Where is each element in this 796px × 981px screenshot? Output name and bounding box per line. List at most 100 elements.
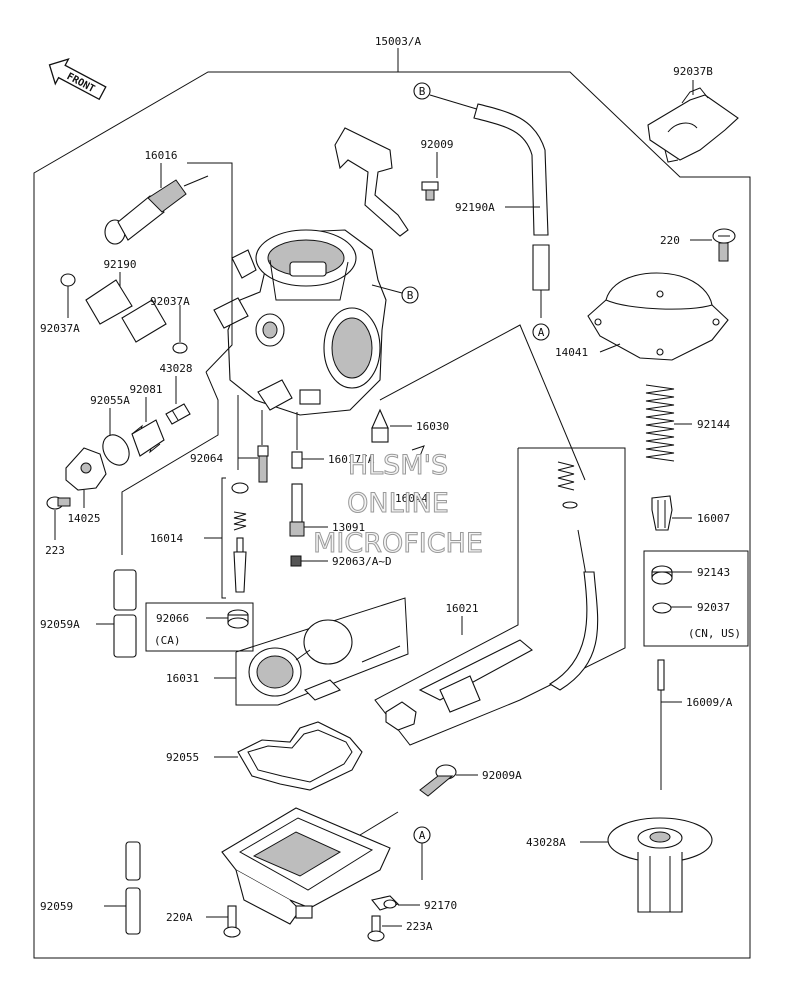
hose-92190-upper <box>85 279 133 325</box>
outline-left <box>205 290 233 373</box>
front-arrow-icon: FRONT <box>48 58 107 101</box>
bracket-16014 <box>221 477 226 599</box>
carburetor-body-icon <box>213 229 387 416</box>
jet-92063-icon <box>290 555 302 567</box>
connector-b-mid-leader <box>371 284 403 294</box>
diaphragm-43028A-icon <box>607 817 713 913</box>
cover-14025-icon <box>65 447 107 491</box>
label-223: 223 <box>45 544 65 557</box>
hose-92059A-lower <box>113 614 137 658</box>
label-92037: 92037 <box>697 601 730 614</box>
label-92059: 92059 <box>40 900 73 913</box>
label-92144: 92144 <box>697 418 730 431</box>
label-92081: 92081 <box>129 383 162 396</box>
bracket-icon <box>334 127 409 237</box>
label-16017A: 16017/A <box>328 453 375 466</box>
label-220A: 220A <box>166 911 193 924</box>
label-92009A: 92009A <box>482 769 522 782</box>
label-92063AD: 92063/A~D <box>332 555 392 568</box>
connector-b-top <box>413 82 431 100</box>
oring-16014-icon <box>231 482 249 494</box>
box-16031 <box>235 597 409 706</box>
needle-16009-icon <box>657 659 665 790</box>
label-220: 220 <box>660 234 680 247</box>
jet-16017-icon <box>291 451 303 469</box>
screw-223A-icon <box>367 915 385 942</box>
label-ca: (CA) <box>154 634 181 647</box>
watermark-line-1: HLSM'S <box>348 450 448 481</box>
label-16014: 16014 <box>150 532 183 545</box>
connector-b-mid <box>401 286 419 304</box>
label-cn-us: (CN, US) <box>688 627 741 640</box>
connector-a-mid-label: A <box>538 326 545 339</box>
label-16009A: 16009/A <box>686 696 733 709</box>
clamp-92170-icon <box>371 895 400 911</box>
ring-92143-icon <box>651 565 673 585</box>
hose-92059A-upper <box>113 569 137 611</box>
connector-a-bottom-label: A <box>419 829 426 842</box>
hose-92059-upper <box>125 841 141 881</box>
connector-b-mid-label: B <box>407 289 414 302</box>
hose-92059-lower <box>125 887 141 935</box>
float-16031-icon <box>248 619 401 701</box>
connector-b-top-leader <box>429 94 481 111</box>
label-92190A: 92190A <box>455 201 495 214</box>
hose-92190-lower <box>121 299 167 343</box>
clip-92037A-right-icon <box>172 342 188 354</box>
leader-16016-bracket <box>187 162 233 290</box>
needle-jet-13091-icon <box>289 483 305 537</box>
clip-16044-icon <box>411 445 425 457</box>
connector-b-top-label: B <box>419 85 426 98</box>
clip-92037-icon <box>652 602 672 614</box>
watermark-line-2: ONLINE <box>347 488 449 519</box>
label-92055: 92055 <box>166 751 199 764</box>
label-92059A: 92059A <box>40 618 80 631</box>
screw-220A-icon <box>223 905 241 938</box>
label-223A: 223A <box>406 920 433 933</box>
label-92064: 92064 <box>190 452 223 465</box>
oring-92055A-icon <box>102 434 130 466</box>
throttle-16021-icon <box>385 461 599 731</box>
box-16021 <box>374 447 626 746</box>
assembly-label: 15003/A <box>375 35 422 48</box>
valve-16030-icon <box>371 408 389 443</box>
screw-92009-icon <box>421 181 439 201</box>
label-92066: 92066 <box>156 612 189 625</box>
label-16016: 16016 <box>144 149 177 162</box>
box-ca <box>145 602 254 652</box>
outline-bowl-leader <box>359 811 399 836</box>
float-bowl-icon <box>221 807 391 925</box>
label-16007: 16007 <box>697 512 730 525</box>
label-16021: 16021 <box>445 602 478 615</box>
assembly-boundary <box>33 71 751 959</box>
label-92037B: 92037B <box>673 65 713 78</box>
hose-92190A-lower <box>532 244 550 291</box>
label-92009: 92009 <box>420 138 453 151</box>
pilot-screw-16014-icon <box>233 511 247 593</box>
label-92037A-left: 92037A <box>40 322 80 335</box>
label-92037A-right: 92037A <box>150 295 190 308</box>
screw-223-icon <box>46 496 71 510</box>
label-16044: 16044 <box>395 492 428 505</box>
leader-14041 <box>599 343 621 353</box>
screw-220-icon <box>712 228 736 262</box>
screw-92064-icon <box>257 445 269 483</box>
connector-a-mid <box>532 323 550 341</box>
box-cn-us <box>643 550 749 647</box>
label-16031: 16031 <box>166 672 199 685</box>
plug-92066-icon <box>227 609 249 629</box>
outline-right <box>379 324 586 481</box>
holder-16007-icon <box>651 495 673 531</box>
watermark-line-3: MICROFICHE <box>313 528 483 559</box>
jet-43028-icon <box>165 403 191 425</box>
label-92190: 92190 <box>103 258 136 271</box>
label-14041: 14041 <box>555 346 588 359</box>
label-92143: 92143 <box>697 566 730 579</box>
spring-92081-icon <box>131 419 165 457</box>
clip-92037A-left-icon <box>60 273 76 287</box>
spring-92144-icon <box>645 384 675 462</box>
outline-left-lower <box>121 371 219 555</box>
cover-14041-icon <box>587 272 729 361</box>
